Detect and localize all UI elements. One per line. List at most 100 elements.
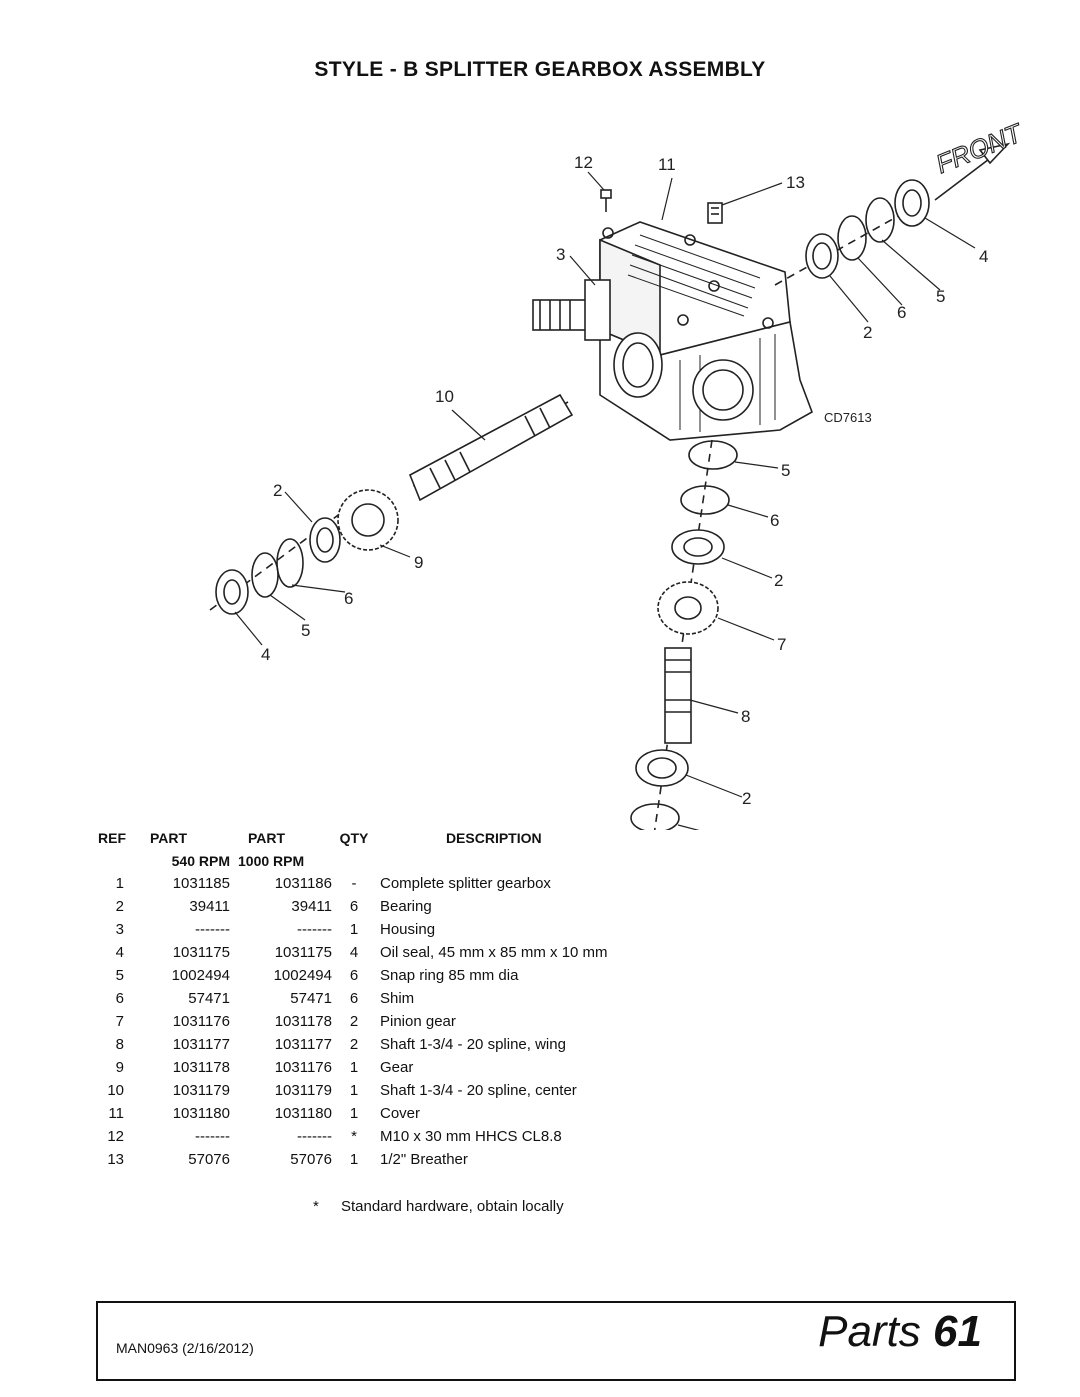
cell-part-540: -------: [195, 1128, 230, 1145]
callout: 2: [863, 323, 872, 342]
cell-qty: 1: [349, 1105, 359, 1122]
exploded-gearbox-diagram: FRONT CD7613 12 11 13 3 4 5 6 2 10 5 6 2…: [209, 116, 1028, 830]
table-subheader-row: 540 RPM 1000 RPM: [98, 849, 608, 872]
cell-description: Pinion gear: [380, 1013, 456, 1030]
cell-ref: 6: [115, 990, 124, 1007]
callout: 4: [979, 247, 988, 266]
cell-description: Housing: [380, 921, 436, 938]
callout: 11: [658, 155, 676, 174]
callout: 6: [770, 511, 779, 530]
cell-ref: 4: [115, 944, 124, 961]
subheader-1000-rpm: 1000 RPM: [238, 852, 305, 869]
cell-part-1000: 57076: [290, 1151, 332, 1168]
callout: 2: [273, 481, 282, 500]
col-description-header: DESCRIPTION: [445, 829, 542, 846]
callout: 5: [936, 287, 945, 306]
cell-part-540: 1031178: [172, 1059, 230, 1076]
cell-description: 1/2" Breather: [380, 1151, 468, 1168]
cell-ref: 3: [115, 921, 124, 938]
callout: 9: [414, 553, 423, 572]
page-footer: MAN0963 (2/16/2012) Parts 61: [96, 1301, 1016, 1381]
cell-part-1000: 1031177: [274, 1036, 332, 1053]
footnote-text: Standard hardware, obtain locally: [341, 1198, 564, 1215]
col-part-1000-header: PART: [248, 829, 286, 846]
cell-part-540: 1002494: [171, 967, 230, 984]
cell-description: Shaft 1-3/4 - 20 spline, wing: [380, 1036, 566, 1053]
cell-ref: 7: [115, 1013, 124, 1030]
cell-qty: 1: [349, 1082, 359, 1099]
gearbox-housing: [599, 221, 813, 441]
cell-part-1000: 1031186: [274, 875, 332, 892]
cell-ref: 1: [115, 875, 124, 892]
cell-description: Snap ring 85 mm dia: [380, 967, 519, 984]
callout: 6: [344, 589, 353, 608]
page-title: STYLE - B SPLITTER GEARBOX ASSEMBLY: [314, 58, 766, 81]
cell-qty: 1: [349, 1059, 359, 1076]
cell-description: Gear: [380, 1059, 414, 1076]
cell-qty: 6: [349, 898, 359, 915]
col-part-540-header: PART: [150, 829, 188, 846]
cell-part-540: 1031176: [172, 1013, 230, 1030]
cell-qty: 2: [349, 1036, 359, 1053]
document-id: MAN0963 (2/16/2012): [116, 1340, 254, 1356]
bolt-12: [600, 189, 612, 212]
cell-qty: 6: [349, 967, 359, 984]
cell-part-540: 57471: [188, 990, 230, 1007]
callout: 6: [897, 303, 906, 322]
cell-ref: 2: [115, 898, 124, 915]
cell-description: Shim: [380, 990, 415, 1007]
cell-part-540: 1031180: [172, 1105, 230, 1122]
cell-qty: 1: [349, 921, 359, 938]
cell-part-1000: 1031175: [274, 944, 332, 961]
callout: 4: [261, 645, 270, 664]
cell-part-1000: 1031179: [274, 1082, 332, 1099]
callout: 5: [301, 621, 310, 640]
drawing-code: CD7613: [824, 410, 872, 425]
cell-ref: 11: [108, 1105, 124, 1122]
footnote-mark: *: [313, 1198, 319, 1215]
table-header-row: REF PART PART QTY DESCRIPTION: [98, 826, 608, 849]
callout: 5: [781, 461, 790, 480]
cell-qty: 4: [349, 944, 359, 961]
cell-description: M10 x 30 mm HHCS CL8.8: [380, 1128, 562, 1145]
cell-part-1000: 1002494: [273, 967, 332, 984]
cell-part-1000: 1031180: [274, 1105, 332, 1122]
callout: 8: [741, 707, 750, 726]
cell-ref: 10: [107, 1082, 124, 1099]
table-row: 12 ------- ------- * M10 x 30 mm HHCS CL8.8: [98, 1125, 608, 1148]
front-arrow-icon: [934, 142, 1011, 201]
center-shaft-10: [408, 393, 574, 502]
callout: 12: [574, 153, 593, 172]
cell-ref: 13: [107, 1151, 124, 1168]
cell-part-540: 39411: [189, 898, 230, 915]
table-row: 9 1031178 1031176 1 Gear: [98, 1056, 608, 1079]
cell-ref: 9: [115, 1059, 124, 1076]
subheader-540-rpm: 540 RPM: [171, 852, 230, 869]
col-qty-header: QTY: [339, 829, 369, 846]
cell-qty: -: [351, 875, 357, 892]
page-label: Parts 61: [818, 1307, 982, 1357]
cell-part-540: 1031179: [172, 1082, 230, 1099]
cell-part-1000: 1031176: [274, 1059, 332, 1076]
cell-part-540: 1031177: [172, 1036, 230, 1053]
callout: 10: [435, 387, 454, 406]
cell-part-540: 1031175: [172, 944, 230, 961]
cell-qty: 2: [349, 1013, 359, 1030]
cell-description: Bearing: [380, 898, 432, 915]
cell-description: Complete splitter gearbox: [380, 875, 551, 892]
cell-part-1000: -------: [297, 1128, 332, 1145]
cell-qty: 6: [349, 990, 359, 1007]
cell-ref: 12: [107, 1128, 124, 1145]
callout: 2: [742, 789, 751, 808]
cell-qty: *: [351, 1128, 357, 1145]
